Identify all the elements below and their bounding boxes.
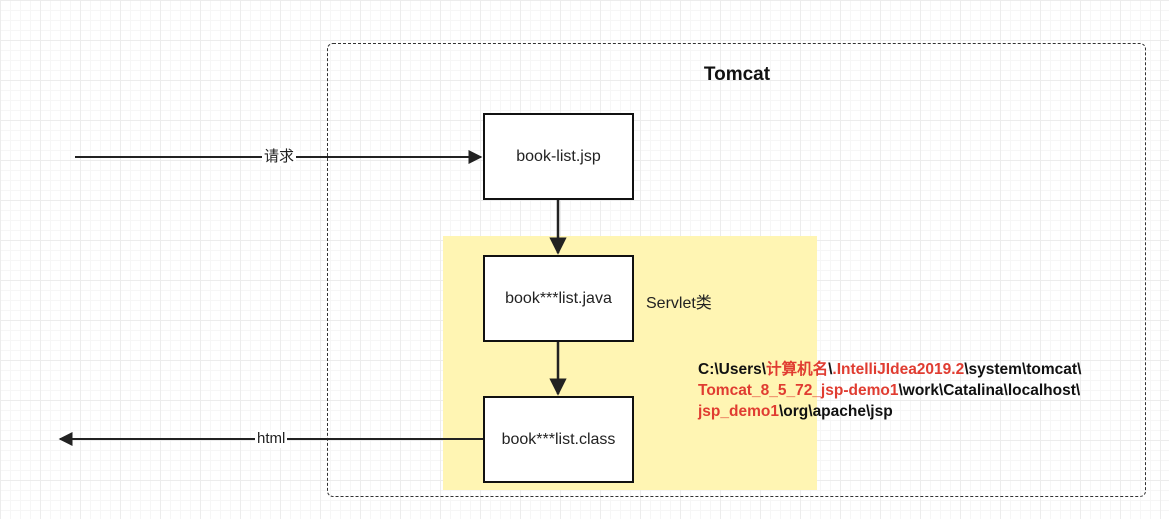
jsp-file-label: book-list.jsp [516, 147, 601, 165]
path-segment: \org\apache\jsp [778, 403, 893, 420]
path-segment: \system\tomcat\ [964, 361, 1082, 378]
servlet-class-label: Servlet类 [646, 295, 712, 312]
path-segment: \work\Catalina\localhost\ [898, 382, 1081, 399]
java-file-label: book***list.java [505, 289, 612, 307]
path-segment-highlight: 计算机名 [766, 361, 829, 378]
class-file-label: book***list.class [501, 430, 616, 448]
path-segment: C:\Users\ [698, 361, 767, 378]
path-segment-highlight: jsp_demo1 [698, 403, 779, 420]
path-line-2: Tomcat_8_5_72_jsp-demo1\work\Catalina\lo… [698, 380, 1081, 401]
path-segment: \ [828, 361, 833, 378]
request-label: 请求 [262, 148, 297, 166]
path-line-3: jsp_demo1\org\apache\jsp [698, 401, 1081, 422]
tomcat-container [327, 43, 1146, 497]
class-file-node: book***list.class [483, 396, 634, 483]
tomcat-title: Tomcat [703, 64, 771, 85]
work-directory-path: C:\Users\计算机名\.IntelliJIdea2019.2\system… [698, 359, 1081, 422]
jsp-file-node: book-list.jsp [483, 113, 634, 200]
path-segment-highlight: .IntelliJIdea2019.2 [832, 361, 965, 378]
java-file-node: book***list.java [483, 255, 634, 342]
html-label: html [255, 430, 288, 448]
path-line-1: C:\Users\计算机名\.IntelliJIdea2019.2\system… [698, 359, 1081, 380]
path-segment-highlight: Tomcat_8_5_72_jsp-demo1 [698, 382, 899, 399]
